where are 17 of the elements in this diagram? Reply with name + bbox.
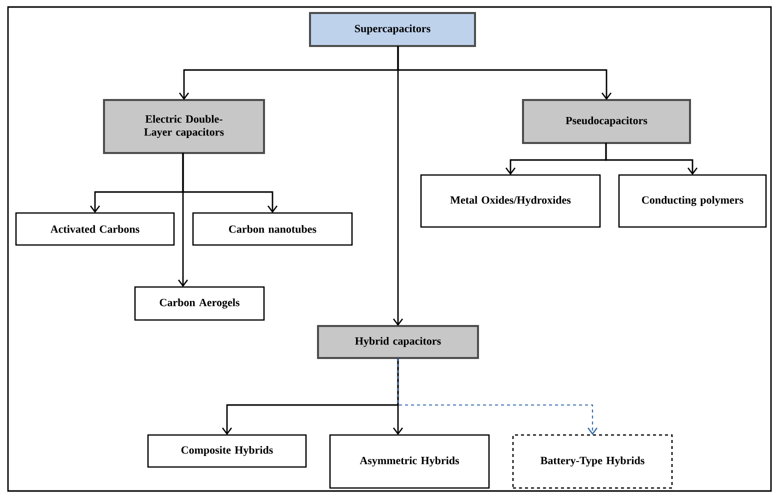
- arrow: [178, 153, 188, 287]
- item-box: Battery-Type Hybrids: [512, 434, 673, 489]
- item-box: Carbon nanotubes: [192, 212, 353, 246]
- item-box: Asymmetric Hybrids: [329, 434, 490, 489]
- item-box: Activated Carbons: [15, 212, 175, 246]
- category-box: Electric Double-Layer capacitors: [103, 99, 265, 154]
- arrow: [392, 358, 404, 435]
- item-box: Metal Oxides/Hydroxides: [420, 174, 601, 228]
- arrow: [392, 46, 404, 326]
- item-box: Carbon Aerogels: [134, 286, 265, 321]
- item-box: Conducting polymers: [618, 174, 767, 228]
- arrow: [397, 358, 598, 435]
- category-box: Hybrid capacitors: [317, 325, 479, 359]
- arrow: [605, 143, 698, 175]
- item-box: Composite Hybrids: [147, 434, 307, 468]
- category-box: Pseudocapacitors: [522, 99, 691, 144]
- root-box: Supercapacitors: [309, 12, 476, 47]
